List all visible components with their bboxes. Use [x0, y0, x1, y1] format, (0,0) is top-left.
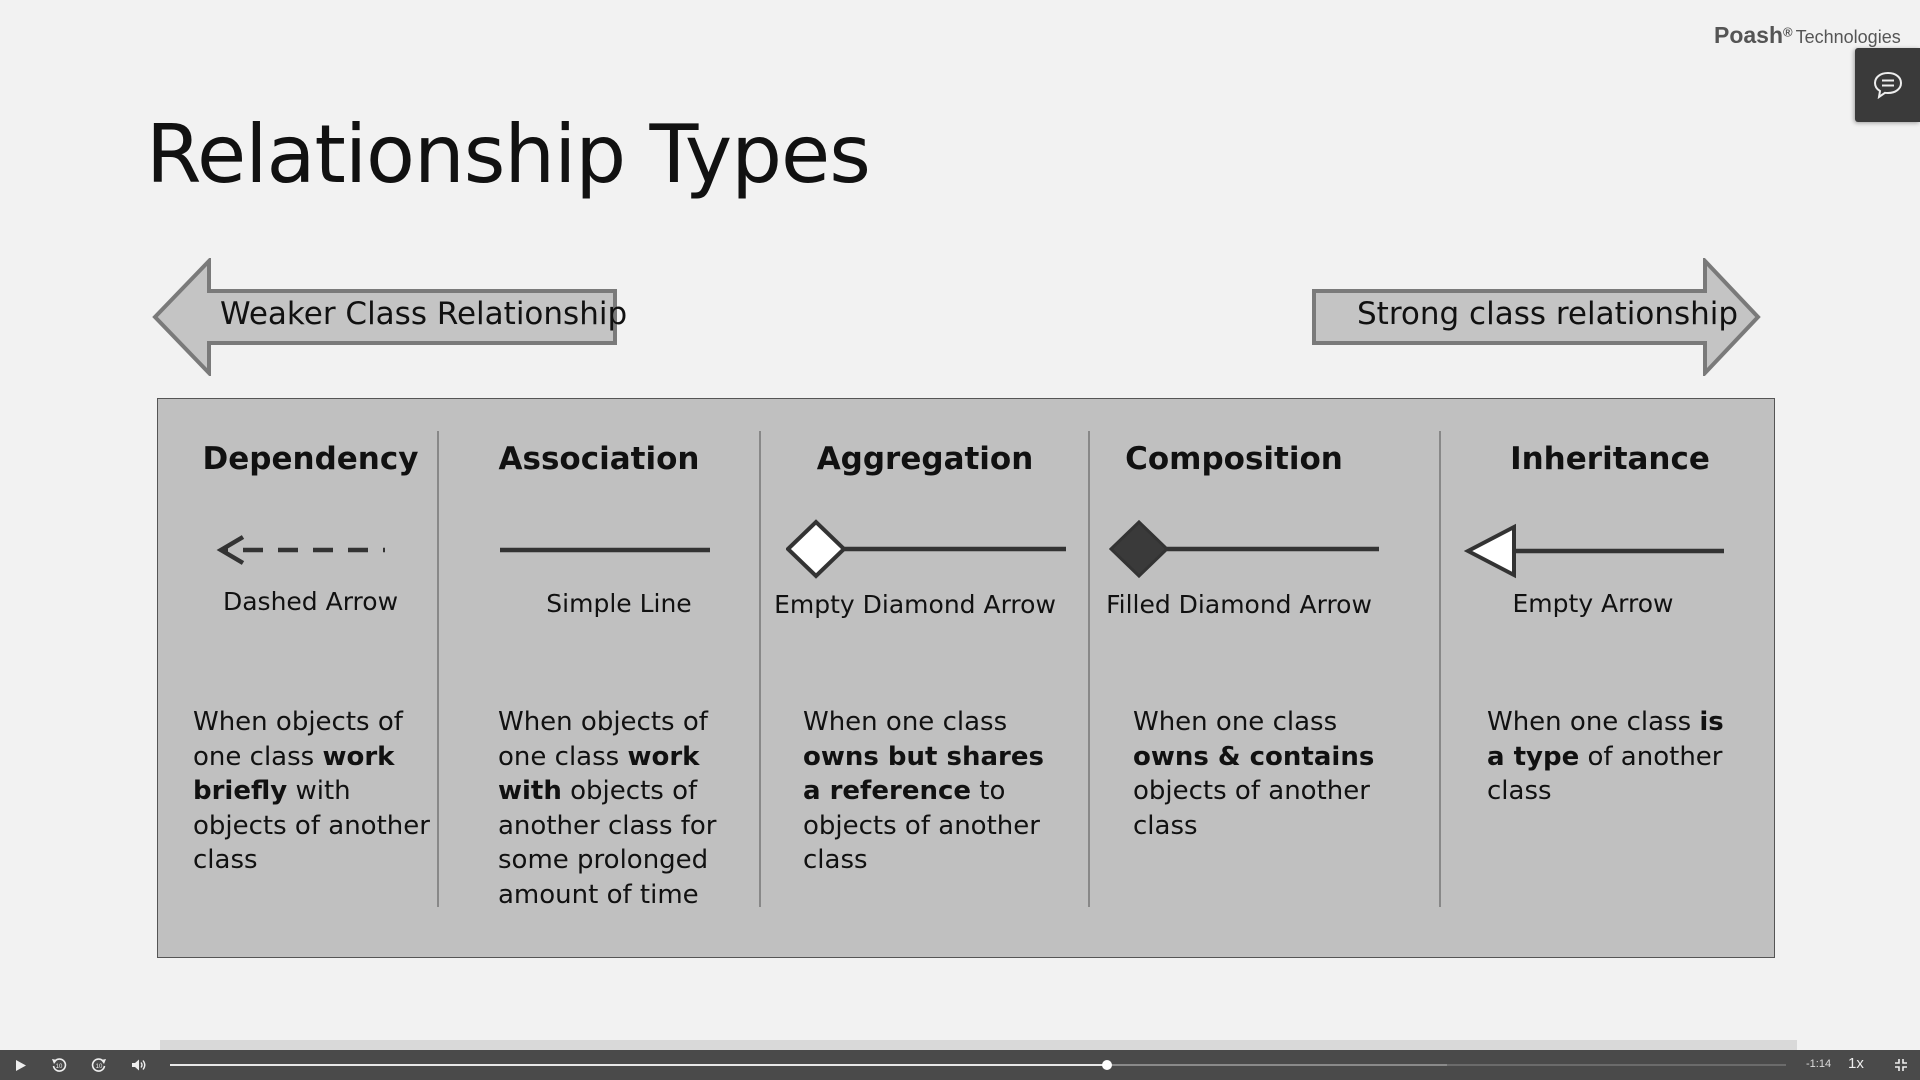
player-controls: 10 10 -1:14 1x	[0, 1050, 1920, 1080]
column-inheritance: Inheritance Empty Arrow When one class i…	[1440, 399, 1776, 957]
strong-relationship-arrow	[1311, 258, 1761, 376]
filled-diamond-arrow-icon	[1109, 519, 1379, 579]
column-association: Association Simple Line When objects of …	[438, 399, 760, 957]
strong-relationship-label: Strong class relationship	[1357, 296, 1739, 332]
column-description: When one class owns & contains objects o…	[1133, 705, 1383, 843]
column-title: Inheritance	[1510, 441, 1710, 477]
slide-title: Relationship Types	[146, 108, 871, 201]
brand-logo: Poash®Technologies	[1714, 22, 1901, 49]
horizontal-scrollbar[interactable]	[160, 1040, 1797, 1050]
brand-suffix: Technologies	[1795, 27, 1901, 47]
relationship-types-table: Dependency Dashed Arrow When objects of …	[157, 398, 1775, 958]
rewind-button[interactable]: 10	[46, 1050, 72, 1080]
empty-diamond-arrow-icon	[786, 519, 1066, 579]
fullscreen-exit-button[interactable]	[1888, 1050, 1914, 1080]
description-text: When objects of one class	[498, 707, 708, 772]
column-title: Composition	[1125, 441, 1343, 477]
forward-icon: 10	[91, 1058, 106, 1072]
dashed-arrow-icon	[216, 535, 385, 565]
column-symbol-label: Filled Diamond Arrow	[1106, 590, 1372, 619]
description-emphasis: owns & contains	[1133, 741, 1375, 772]
column-title: Aggregation	[816, 441, 1034, 477]
column-description: When one class owns but shares a referen…	[803, 705, 1053, 878]
description-emphasis: work briefly	[193, 741, 395, 807]
column-divider	[1439, 431, 1441, 907]
column-description: When objects of one class work with obje…	[498, 705, 718, 912]
description-emphasis: is a type	[1487, 707, 1724, 772]
column-description: When one class is a type of another clas…	[1487, 705, 1737, 809]
play-button[interactable]	[8, 1050, 34, 1080]
column-aggregation: Aggregation Empty Diamond Arrow When one…	[760, 399, 1090, 957]
column-symbol-label: Simple Line	[546, 589, 692, 618]
column-title: Dependency	[202, 441, 419, 477]
column-composition: Composition Filled Diamond Arrow When on…	[1089, 399, 1439, 957]
description-emphasis: work with	[498, 741, 700, 807]
description-text: with objects of another class	[193, 776, 430, 875]
play-icon	[16, 1059, 26, 1071]
weak-relationship-label: Weaker Class Relationship	[220, 296, 628, 332]
description-text: When one class	[1487, 707, 1700, 737]
svg-text:10: 10	[56, 1064, 63, 1070]
simple-line-icon	[500, 547, 710, 553]
column-symbol-label: Dashed Arrow	[222, 587, 399, 616]
brand-name: Poash	[1714, 22, 1784, 48]
column-divider	[759, 431, 761, 907]
chat-icon	[1873, 71, 1902, 99]
progress-bar[interactable]	[170, 1060, 1786, 1070]
description-text: to objects of another class	[803, 776, 1040, 875]
chat-button[interactable]	[1855, 48, 1920, 122]
fullscreen-exit-icon	[1895, 1059, 1907, 1071]
playback-speed-button[interactable]: 1x	[1848, 1055, 1864, 1072]
description-text: objects of another class	[1133, 776, 1370, 841]
brand-registered: ®	[1783, 24, 1793, 40]
description-text: of another class	[1487, 741, 1723, 807]
column-symbol-label: Empty Diamond Arrow	[774, 590, 1056, 619]
column-description: When objects of one class work briefly w…	[193, 705, 433, 878]
volume-icon	[132, 1059, 146, 1071]
description-text: objects of another class for some prolon…	[498, 776, 717, 910]
progress-handle[interactable]	[1102, 1060, 1113, 1070]
column-symbol-label: Empty Arrow	[1512, 589, 1674, 618]
description-text: When one class	[1133, 707, 1338, 737]
column-dependency: Dependency Dashed Arrow When objects of …	[158, 399, 463, 957]
svg-text:10: 10	[96, 1064, 103, 1070]
column-title: Association	[498, 441, 700, 477]
column-divider	[1088, 431, 1090, 907]
description-text: When objects of one class	[193, 707, 403, 772]
empty-arrow-icon	[1464, 523, 1724, 579]
description-text: When one class	[803, 707, 1008, 737]
rewind-icon: 10	[52, 1058, 67, 1072]
volume-button[interactable]	[126, 1050, 152, 1080]
time-remaining: -1:14	[1806, 1058, 1832, 1070]
column-divider	[437, 431, 439, 907]
weak-relationship-arrow	[152, 258, 620, 376]
progress-played	[170, 1064, 1108, 1066]
description-emphasis: owns but shares a reference	[803, 741, 1044, 807]
forward-button[interactable]: 10	[86, 1050, 112, 1080]
